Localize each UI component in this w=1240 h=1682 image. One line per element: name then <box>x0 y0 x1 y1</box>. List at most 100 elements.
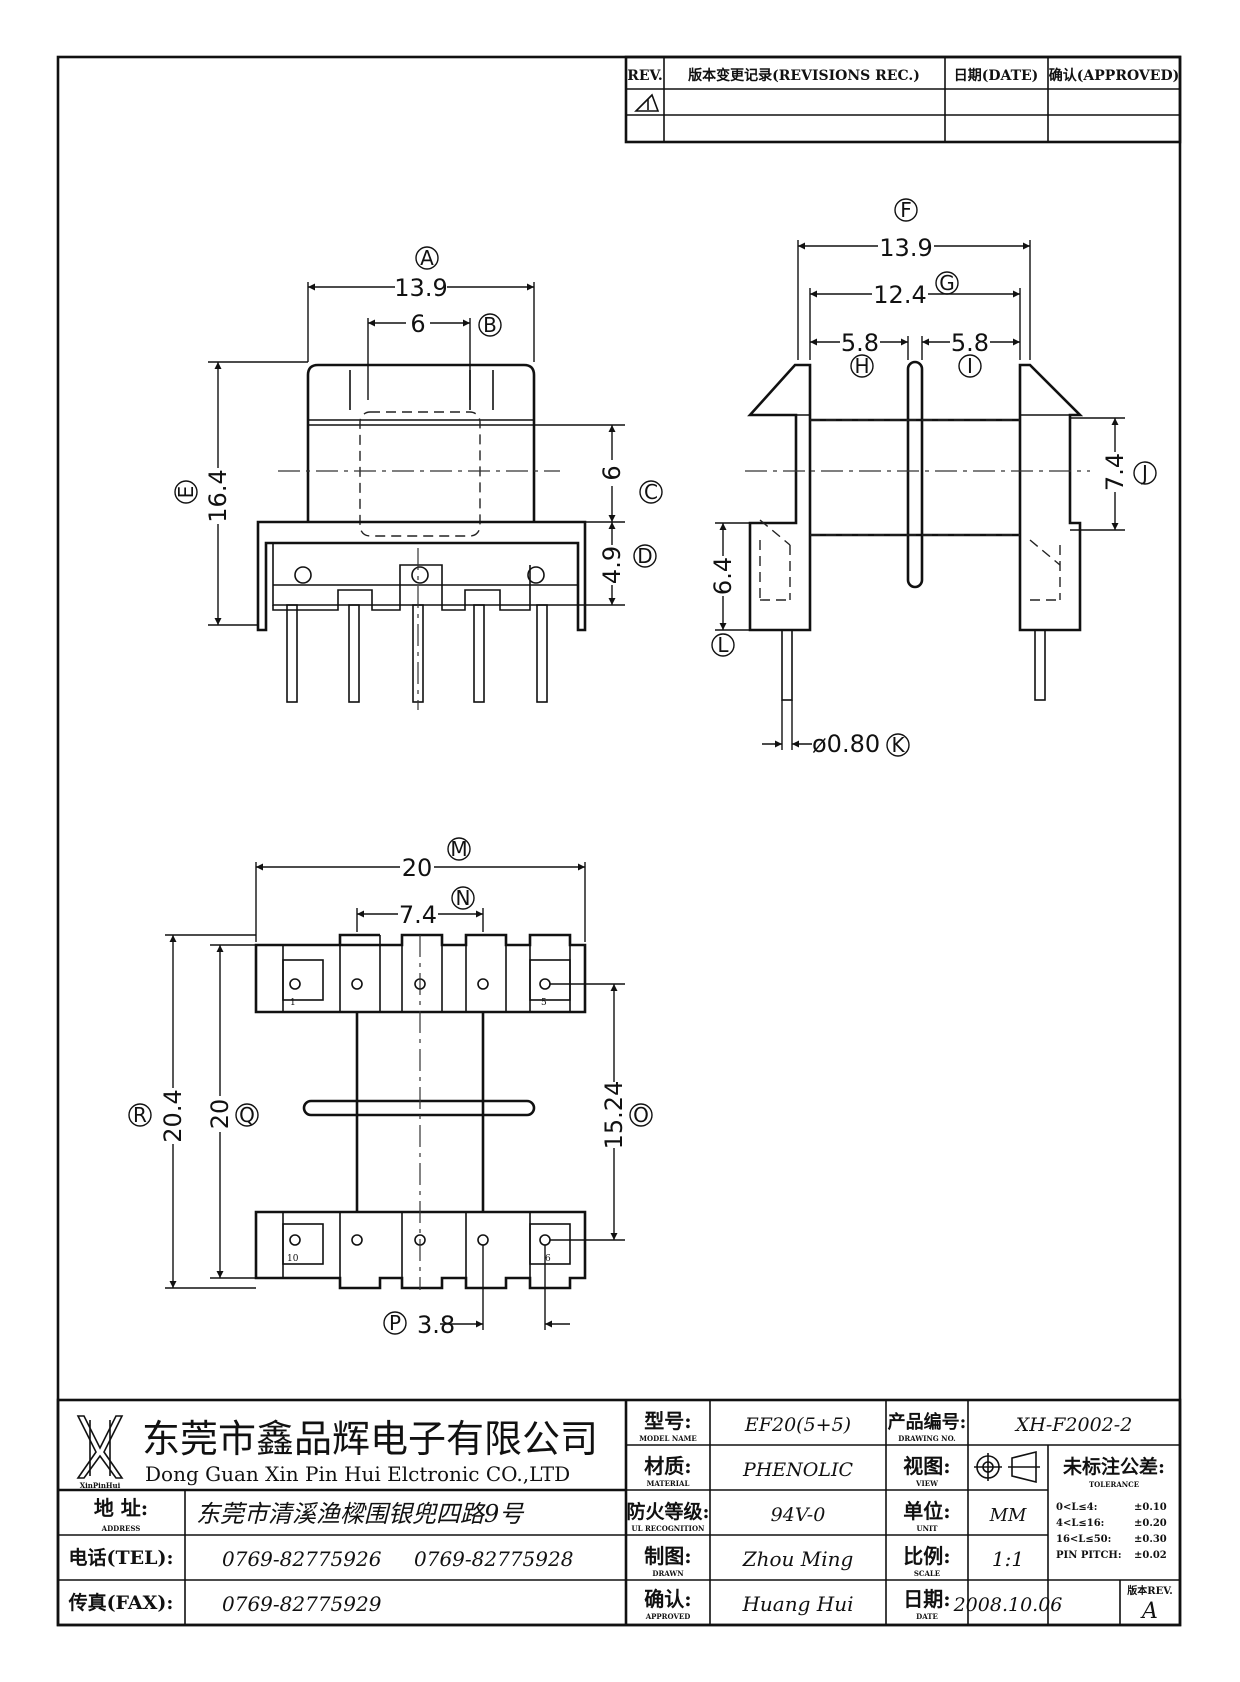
scale-label-en: SCALE <box>914 1569 940 1578</box>
date-header: 日期(DATE) <box>954 68 1039 84</box>
tolerance-range-3: 16<L≤50: <box>1056 1534 1111 1545</box>
dim-h-label: H <box>854 354 869 378</box>
dim-g-label: G <box>939 271 955 295</box>
dim-p-value: 3.8 <box>417 1311 455 1339</box>
third-angle-projection-icon <box>974 1450 1040 1484</box>
fire-rating-label-en: UL RECOGNITION <box>632 1524 706 1533</box>
dim-i-value: 5.8 <box>951 329 989 357</box>
tel-value-2: 0769-82775928 <box>414 1547 573 1571</box>
dim-q-label: Q <box>239 1103 255 1127</box>
model-value: EF20(5+5) <box>744 1414 851 1436</box>
approved-label-en: APPROVED <box>645 1612 691 1621</box>
approved-header: 确认(APPROVED) <box>1049 67 1179 84</box>
tolerance-title: 未标注公差: <box>1062 1455 1165 1478</box>
approved-value: Huang Hui <box>741 1592 853 1616</box>
tolerance-value-3: ±0.30 <box>1134 1534 1167 1545</box>
unit-label-en: UNIT <box>917 1524 939 1533</box>
front-view: 13.9 A 6 B 6 C 4.9 D 16.4 E <box>174 246 663 710</box>
dim-e-value: 16.4 <box>204 469 232 522</box>
address-label-en: ADDRESS <box>101 1524 141 1533</box>
revision-table: REV. 版本变更记录(REVISIONS REC.) 日期(DATE) 确认(… <box>624 55 1182 144</box>
model-label: 型号: <box>644 1409 691 1433</box>
rev-value: A <box>1140 1599 1158 1624</box>
date-value: 2008.10.06 <box>953 1594 1063 1616</box>
tolerance-value-4: ±0.02 <box>1134 1550 1167 1561</box>
tolerance-value-2: ±0.20 <box>1134 1518 1167 1529</box>
material-value: PHENOLIC <box>742 1459 854 1481</box>
material-label: 材质: <box>644 1454 691 1478</box>
dim-q-value: 20 <box>206 1099 234 1130</box>
dim-l-label: L <box>717 633 729 657</box>
view-label: 视图: <box>903 1454 950 1478</box>
dim-c-value: 6 <box>598 465 626 480</box>
dim-a-label: A <box>420 246 434 270</box>
view-label-en: VIEW <box>915 1479 938 1488</box>
tolerance-value-1: ±0.10 <box>1134 1502 1167 1513</box>
bottom-view: 1 5 10 6 20 M <box>128 837 653 1339</box>
unit-label: 单位: <box>903 1499 950 1523</box>
dim-f-value: 13.9 <box>879 234 932 262</box>
dim-n-value: 7.4 <box>399 901 437 929</box>
tolerance-range-2: 4<L≤16: <box>1056 1518 1104 1529</box>
dim-r-label: R <box>133 1103 147 1127</box>
address-label: 地 址: <box>94 1496 148 1520</box>
fire-rating-value: 94V-0 <box>771 1504 826 1526</box>
model-label-en: MODEL NAME <box>639 1434 697 1443</box>
drawing-no-label-en: DRAWING NO. <box>898 1434 955 1443</box>
pin-label-10: 10 <box>287 1254 299 1264</box>
date-label-en: DATE <box>916 1612 938 1621</box>
dim-e-label: E <box>174 486 198 499</box>
dim-l-value: 6.4 <box>709 557 737 595</box>
dim-o-label: O <box>633 1103 649 1127</box>
dim-k-label: K <box>891 733 905 757</box>
dim-m-value: 20 <box>402 854 433 882</box>
fire-rating-label: 防火等级: <box>626 1500 709 1523</box>
dim-k-value: ø0.80 <box>812 730 880 758</box>
dim-f-label: F <box>900 198 912 222</box>
fax-label: 传真(FAX): <box>68 1591 174 1614</box>
dim-c-label: C <box>644 480 658 504</box>
approved-label: 确认: <box>644 1587 691 1611</box>
material-label-en: MATERIAL <box>647 1479 690 1488</box>
revisions-record-header: 版本变更记录(REVISIONS REC.) <box>688 67 920 84</box>
dim-d-value: 4.9 <box>598 546 626 584</box>
tolerance-en: TOLERANCE <box>1089 1480 1139 1489</box>
drawn-label-en: DRAWN <box>652 1569 684 1578</box>
scale-label: 比例: <box>903 1544 950 1568</box>
dim-o-value: 15.24 <box>600 1081 628 1150</box>
rev-header: REV. <box>627 68 663 84</box>
dim-b-label: B <box>483 313 497 337</box>
revision-triangle-icon <box>634 93 660 112</box>
drawn-label: 制图: <box>644 1544 691 1568</box>
title-block: XinPinHui 东莞市鑫品辉电子有限公司 Dong Guan Xin Pin… <box>56 1398 1182 1627</box>
dim-h-value: 5.8 <box>841 329 879 357</box>
pin-label-6: 6 <box>545 1254 551 1264</box>
dim-m-label: M <box>450 837 467 861</box>
dim-p-label: P <box>389 1311 401 1335</box>
unit-value: MM <box>989 1505 1027 1526</box>
dim-j-value: 7.4 <box>1101 453 1129 491</box>
address-value: 东莞市清溪渔樑围银兜四路9号 <box>196 1500 525 1528</box>
company-name-cn: 东莞市鑫品辉电子有限公司 <box>142 1417 598 1461</box>
sheet-border <box>56 55 1182 1627</box>
fax-value: 0769-82775929 <box>222 1592 382 1616</box>
dim-d-label: D <box>637 544 652 568</box>
drawing-no-label: 产品编号: <box>888 1411 967 1433</box>
tolerance-range-4: PIN PITCH: <box>1056 1550 1122 1561</box>
dim-g-value: 12.4 <box>873 281 926 309</box>
pin-label-5: 5 <box>541 998 547 1008</box>
dim-b-value: 6 <box>410 310 425 338</box>
tolerance-range-1: 0<L≤4: <box>1056 1502 1097 1513</box>
date-label: 日期: <box>903 1587 950 1611</box>
dim-j-label: J <box>1140 461 1148 485</box>
tel-label: 电话(TEL): <box>69 1546 174 1569</box>
dim-a-value: 13.9 <box>394 274 447 302</box>
drawn-value: Zhou Ming <box>742 1547 854 1571</box>
dim-i-label: I <box>967 354 973 378</box>
pin-label-1: 1 <box>290 998 296 1008</box>
dim-r-value: 20.4 <box>159 1089 187 1142</box>
drawing-no-value: XH-F2002-2 <box>1014 1414 1133 1436</box>
tel-value-1: 0769-82775926 <box>222 1547 382 1571</box>
rev-label: 版本REV. <box>1127 1584 1172 1597</box>
